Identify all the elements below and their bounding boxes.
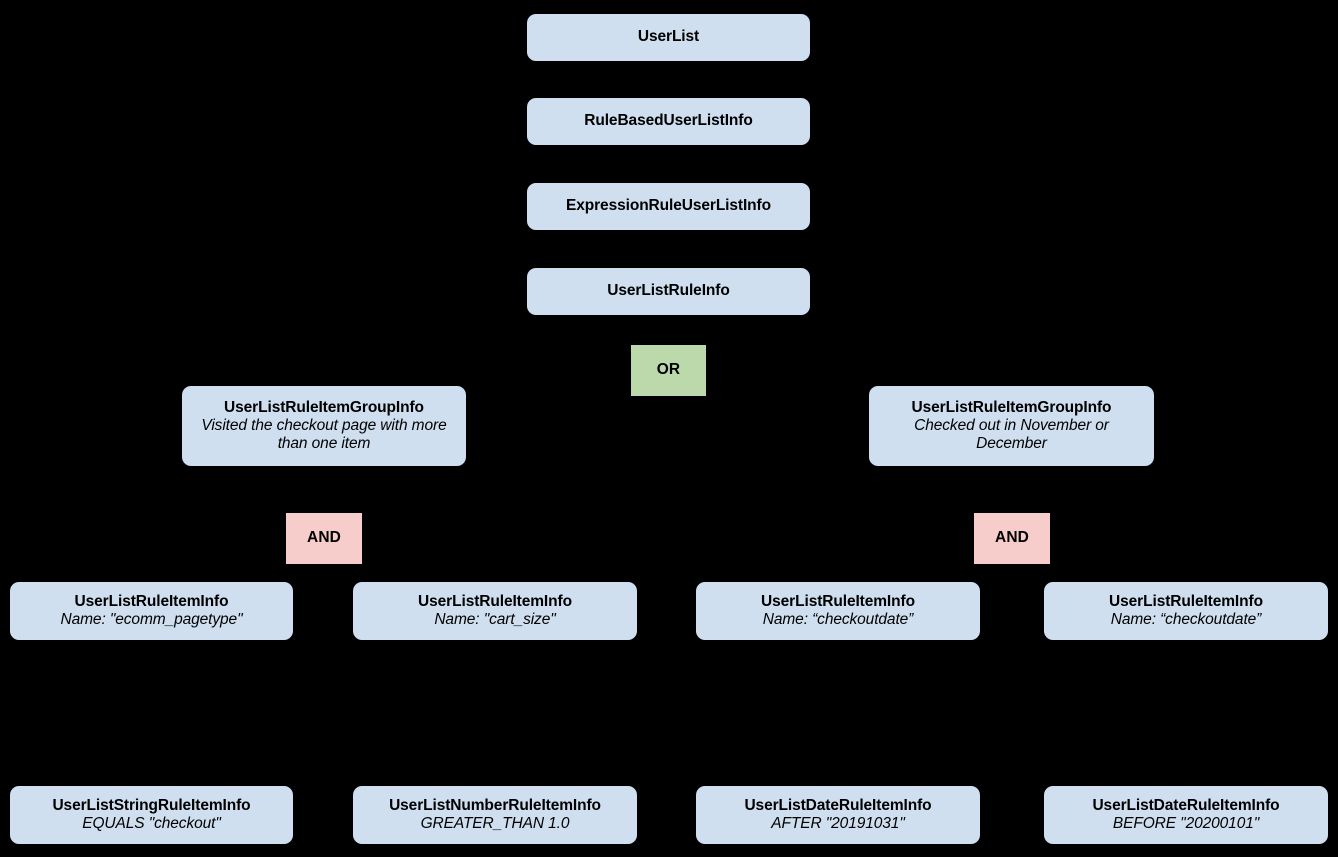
node-and-left[interactable]: AND (286, 513, 362, 564)
node-title: UserList (637, 28, 700, 46)
node-title: ExpressionRuleUserListInfo (566, 197, 771, 215)
node-subtitle: AFTER "20191031" (771, 815, 905, 832)
node-subtitle: Name: "cart_size" (434, 611, 556, 628)
node-rulebaseduserlistinfo[interactable]: RuleBasedUserListInfo (527, 98, 810, 145)
node-title: UserListDateRuleItemInfo (1092, 796, 1280, 814)
node-title: UserListRuleItemGroupInfo (911, 398, 1112, 416)
node-title: UserListDateRuleItemInfo (744, 796, 932, 814)
node-subtitle: Visited the checkout page with more than… (201, 416, 447, 453)
edge-and-left-to-item-ecomm-pagetype (150, 563, 325, 583)
node-title: RuleBasedUserListInfo (584, 112, 753, 130)
node-subtitle: EQUALS "checkout" (82, 815, 221, 832)
node-or-operator[interactable]: OR (631, 345, 706, 396)
node-userlistruleinfo[interactable]: UserListRuleInfo (527, 268, 810, 315)
operator-label: OR (656, 361, 681, 379)
node-title: UserListNumberRuleItemInfo (389, 796, 601, 814)
edge-group-right-to-and-right (1010, 465, 1013, 514)
node-and-right[interactable]: AND (974, 513, 1050, 564)
node-subtitle: BEFORE "20200101" (1112, 815, 1260, 832)
node-title: UserListRuleInfo (607, 282, 730, 300)
operator-label: AND (995, 529, 1029, 547)
node-subtitle: Name: “checkoutdate” (762, 611, 914, 628)
node-title: UserListRuleItemGroupInfo (224, 398, 424, 416)
node-title: UserListRuleItemInfo (1109, 592, 1263, 610)
edge-and-right-to-item-checkoutdate-after (837, 563, 1013, 583)
node-subtitle: GREATER_THAN 1.0 (420, 815, 570, 832)
node-title: UserListRuleItemInfo (761, 592, 915, 610)
node-subtitle: Name: "ecomm_pagetype" (60, 611, 243, 628)
node-title: UserListRuleItemInfo (74, 592, 229, 610)
operator-label: AND (307, 529, 341, 547)
node-subtitle: Checked out in November or December (914, 416, 1109, 453)
node-subtitle: Name: “checkoutdate” (1110, 611, 1262, 628)
node-title: UserListRuleItemInfo (418, 592, 572, 610)
node-userlist[interactable]: UserList (527, 14, 810, 61)
node-title: UserListStringRuleItemInfo (52, 796, 251, 814)
edge-and-left-to-item-cart-size (323, 563, 496, 583)
node-expressionruleuserlistinfo[interactable]: ExpressionRuleUserListInfo (527, 183, 810, 230)
edge-and-right-to-item-checkoutdate-before (1011, 563, 1187, 583)
